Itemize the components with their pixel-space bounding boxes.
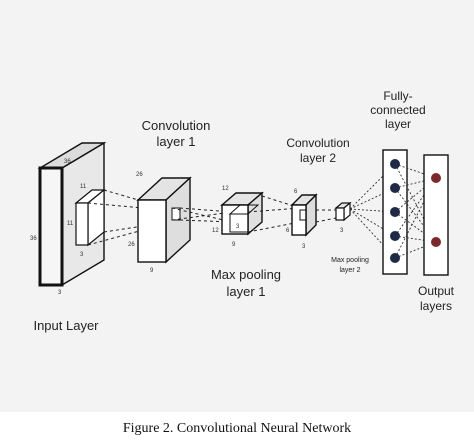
output-label-line1: Output <box>418 284 455 298</box>
fc-label-line3: layer <box>385 117 411 131</box>
input-dim-top: 36 <box>64 159 71 165</box>
conv2-pool2-connections <box>315 209 337 223</box>
maxpool2-label-line2: layer 2 <box>339 267 360 274</box>
input-dim-left: 36 <box>30 236 37 242</box>
conv2-label-line2: layer 2 <box>300 151 336 165</box>
input-kernel-c: 3 <box>80 252 84 258</box>
pool1-dim-depth: 9 <box>232 242 236 248</box>
input-kernel-a: 11 <box>80 184 87 190</box>
fc-node <box>390 207 400 217</box>
conv1-kernel <box>171 207 181 221</box>
pool1-dim-top: 12 <box>222 186 229 192</box>
conv1-dim-depth: 9 <box>150 268 154 274</box>
output-node <box>431 237 441 247</box>
conv1-dim-top: 26 <box>136 172 143 178</box>
maxpool1-label-line2: layer 1 <box>226 284 265 299</box>
conv2-dim-left: 6 <box>286 228 290 234</box>
conv2-dim-depth: 3 <box>302 244 306 250</box>
input-layer-label: Input Layer <box>33 318 99 333</box>
conv2-dim-top: 6 <box>294 189 298 195</box>
pool1-dim-inner: 3 <box>236 224 240 230</box>
output-label-line2: layers <box>420 299 452 313</box>
fc-label-line1: Fully- <box>383 89 412 103</box>
pool2-dim-depth: 3 <box>340 228 344 234</box>
conv2-box <box>290 193 318 237</box>
pool2-box <box>334 201 352 222</box>
fc-label-line2: connected <box>370 103 425 117</box>
maxpool2-label-line1: Max pooling <box>331 257 369 264</box>
fc-node <box>390 253 400 263</box>
figure-caption: Figure 2. Convolutional Neural Network <box>122 421 352 436</box>
fc-node <box>390 183 400 193</box>
conv2-label-line1: Convolution <box>286 136 349 150</box>
input-kernel-b: 11 <box>67 221 74 227</box>
fc-node <box>390 231 400 241</box>
conv1-label-line2: layer 1 <box>156 134 195 149</box>
pool1-dim-left: 12 <box>212 228 219 234</box>
output-node <box>431 173 441 183</box>
cnn-diagram: Convolution layer 1 Convolution layer 2 … <box>30 89 455 333</box>
conv1-label-line1: Convolution <box>142 118 211 133</box>
fc-nodes <box>390 159 400 263</box>
maxpool1-label-line1: Max pooling <box>211 267 281 282</box>
conv1-dim-left: 26 <box>128 242 135 248</box>
dimension-labels: 36 36 3 11 11 3 26 26 9 12 12 9 3 6 6 3 … <box>30 159 344 296</box>
output-nodes <box>431 173 441 247</box>
pool1-box <box>220 191 264 236</box>
input-dim-depth: 3 <box>58 290 62 296</box>
fc-node <box>390 159 400 169</box>
